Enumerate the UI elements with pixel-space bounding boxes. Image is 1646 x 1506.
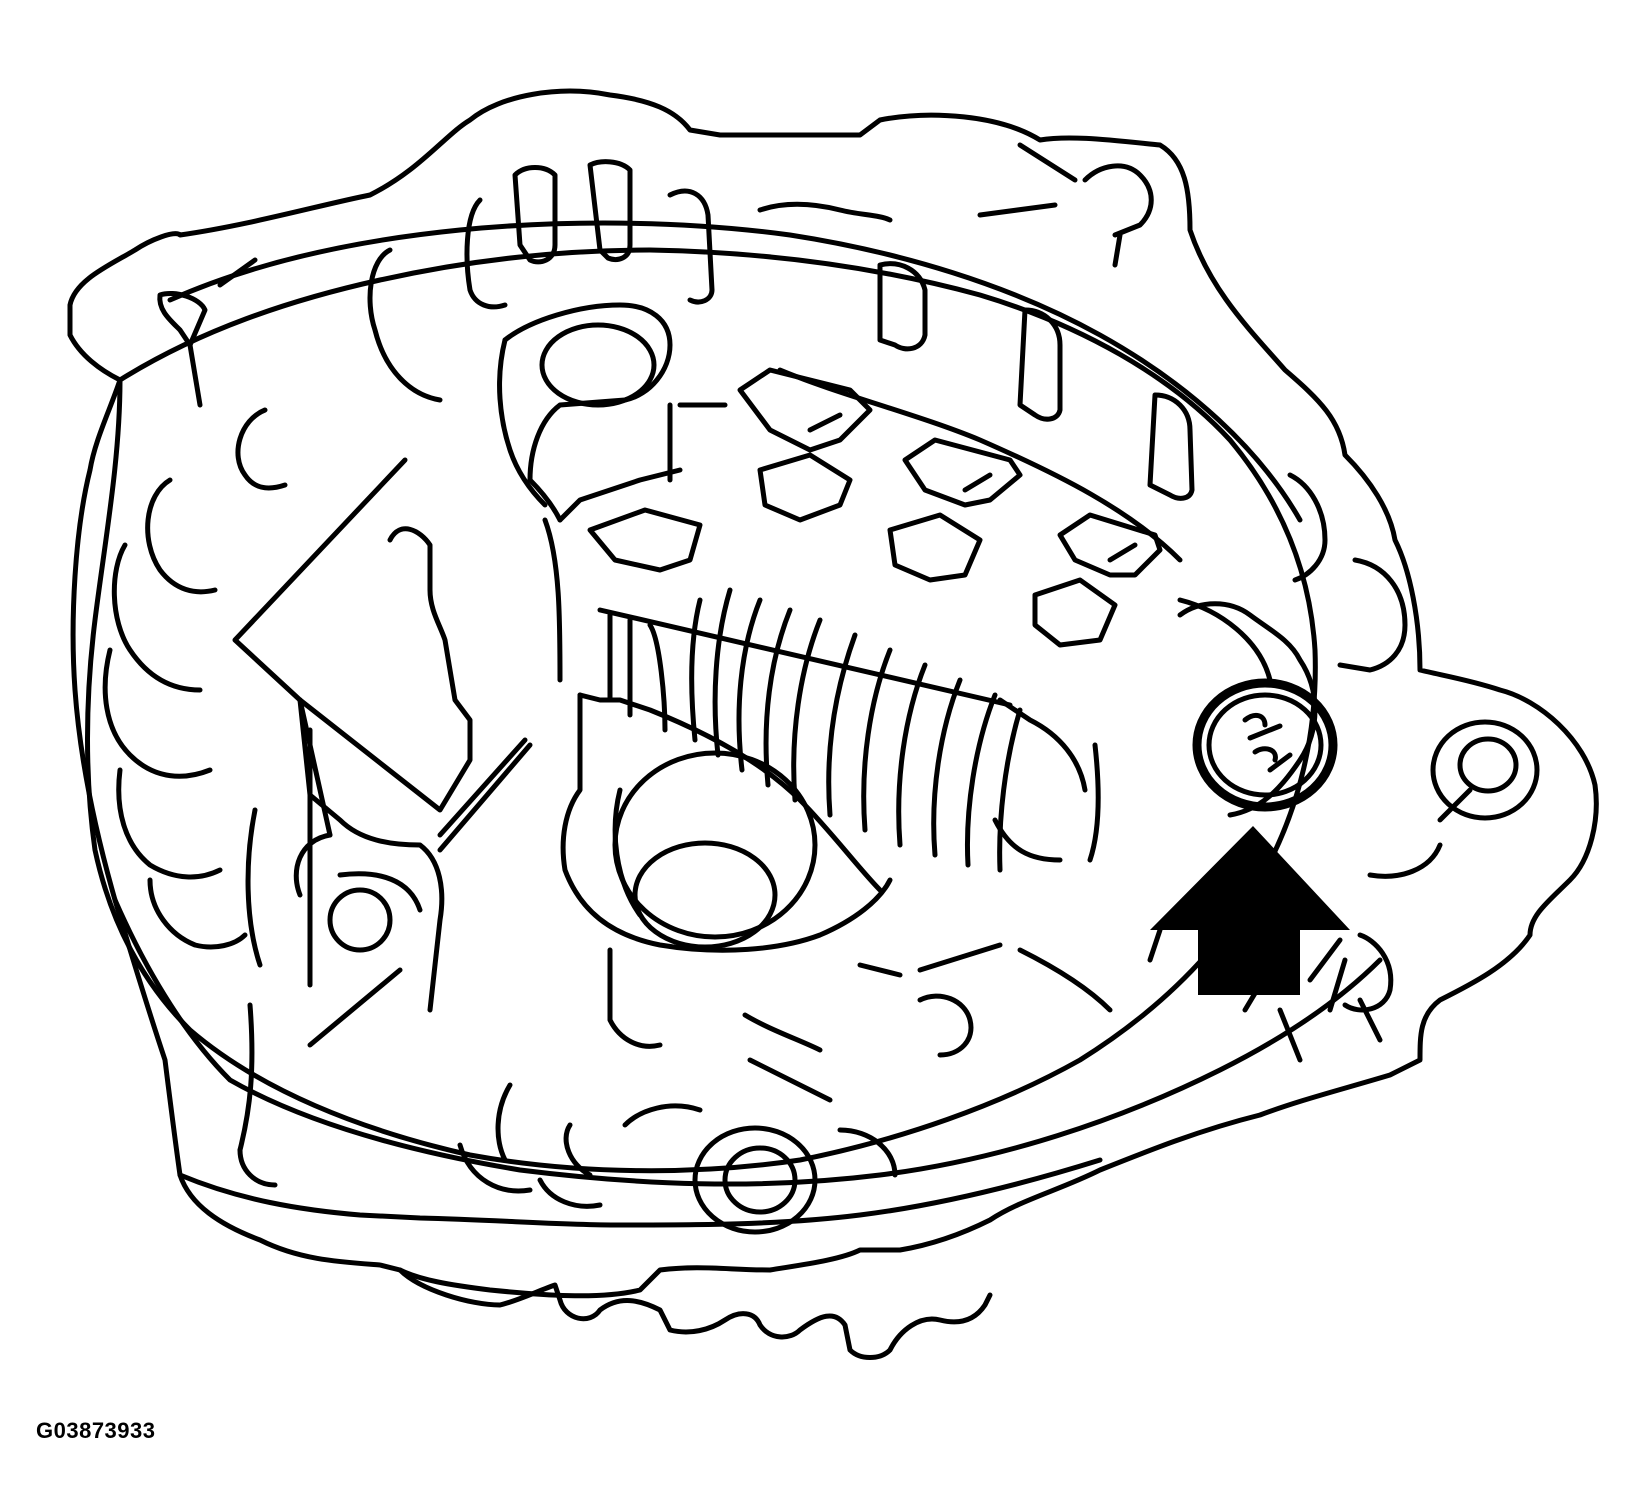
b-terminal-outer <box>560 692 893 953</box>
rectifier-mount-hole <box>539 322 657 408</box>
housing-inner-rim <box>112 897 1383 1187</box>
housing-outline <box>67 88 1599 1299</box>
figure-code: G03873933 <box>36 1418 156 1443</box>
end-shield-top-edge <box>167 220 1303 523</box>
brush-holder-screw-hole <box>327 887 393 953</box>
lower-bolt-inner <box>722 1145 798 1215</box>
rear-frame-housing <box>67 88 1599 1360</box>
screw-head-outer <box>1192 678 1338 812</box>
end-shield-ring <box>85 247 1318 1174</box>
screw-boss-outline <box>1177 601 1318 818</box>
up-arrow-icon <box>1150 826 1350 995</box>
mounting-ear-right <box>1327 719 1540 1013</box>
housing-bottom-lugs <box>397 1267 993 1360</box>
diode-pad-2 <box>757 452 853 523</box>
diode-terminal-1 <box>737 367 873 453</box>
ventilation-slots-right <box>877 261 1408 673</box>
diode-pad-1 <box>587 507 703 573</box>
ventilation-slots-left <box>102 407 288 950</box>
brush-holder-inner <box>297 526 473 813</box>
end-shield <box>85 220 1318 1174</box>
ventilation-slots-top <box>367 159 893 403</box>
mounting-ear-top-right <box>977 142 1154 268</box>
heat-sink-fins <box>597 587 1023 873</box>
diode-terminal-3 <box>1057 512 1163 578</box>
lower-bolt-boss <box>457 962 974 1235</box>
rectifier-assembly <box>497 302 1273 683</box>
diode-terminal-2 <box>902 437 1023 508</box>
rectifier-bracket <box>502 302 673 523</box>
brush-holder-outline <box>232 457 445 1013</box>
regulator-screw <box>1177 601 1338 818</box>
b-terminal-boss <box>560 692 893 1053</box>
diode-pad-4 <box>1032 577 1118 648</box>
housing-lower-right-details <box>917 697 1383 1063</box>
b-terminal-bore-inner <box>632 840 778 950</box>
housing-lower-rim <box>177 1157 1103 1228</box>
lower-bolt-outer <box>692 1125 818 1235</box>
diode-pad-3 <box>887 512 983 583</box>
brush-holder-bracket <box>232 457 533 1188</box>
mounting-hole-right-inner <box>1457 736 1519 794</box>
cross-recess-icon <box>1242 712 1293 773</box>
mounting-ear-top-left <box>157 257 258 408</box>
mounting-hole-right-outer <box>1430 719 1540 821</box>
screw-head-inner <box>1206 692 1324 798</box>
